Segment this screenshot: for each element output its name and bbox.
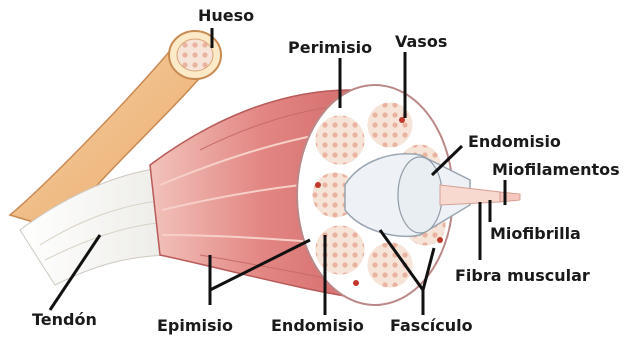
label-miofilamentos: Miofilamentos: [492, 162, 620, 178]
label-epimisio: Epimisio: [157, 318, 233, 334]
label-miofibrilla: Miofibrilla: [490, 226, 581, 242]
label-fasciculo: Fascículo: [390, 318, 473, 334]
label-perimisio: Perimisio: [288, 40, 372, 56]
label-hueso: Hueso: [198, 8, 254, 24]
label-tendon: Tendón: [32, 312, 97, 328]
label-endomisio-bottom: Endomisio: [271, 318, 364, 334]
label-endomisio-top: Endomisio: [468, 134, 561, 150]
label-vasos: Vasos: [395, 34, 447, 50]
label-fibra-muscular: Fibra muscular: [455, 268, 590, 284]
